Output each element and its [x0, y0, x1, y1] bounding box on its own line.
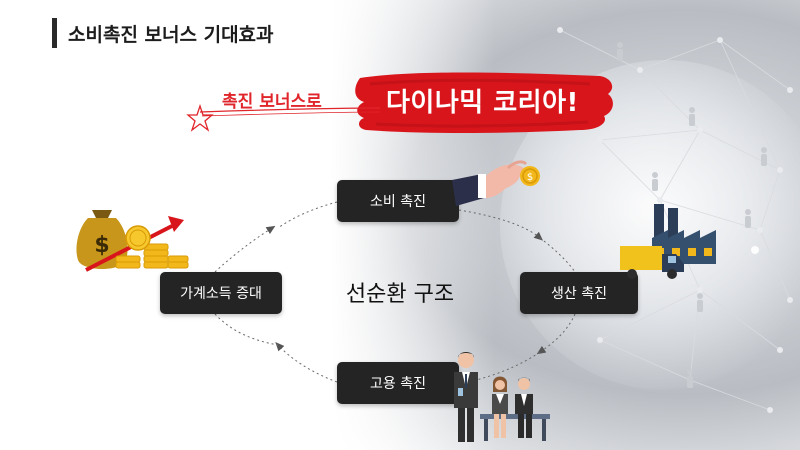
brush-stroke-banner — [199, 72, 613, 133]
money-bag-icon: $ — [76, 210, 184, 272]
hand-coin-icon: $ — [452, 160, 540, 206]
node-employment: 고용 촉진 — [337, 362, 459, 404]
tagline-right: 다이나믹 코리아! — [386, 88, 579, 118]
svg-text:$: $ — [94, 233, 109, 258]
people-icon — [454, 352, 550, 442]
tagline-left: 촉진 보너스로 — [222, 92, 322, 112]
svg-text:$: $ — [527, 172, 533, 183]
page-title: 소비촉진 보너스 기대효과 — [68, 24, 274, 46]
node-household-income: 가계소득 증대 — [160, 272, 282, 314]
node-consumption: 소비 촉진 — [337, 180, 459, 222]
coins-icon — [115, 225, 189, 269]
star-icon — [186, 104, 214, 132]
title-accent-bar — [52, 18, 57, 48]
truck-icon — [620, 246, 684, 279]
center-label: 선순환 구조 — [345, 282, 455, 307]
node-production: 생산 촉진 — [520, 272, 638, 314]
